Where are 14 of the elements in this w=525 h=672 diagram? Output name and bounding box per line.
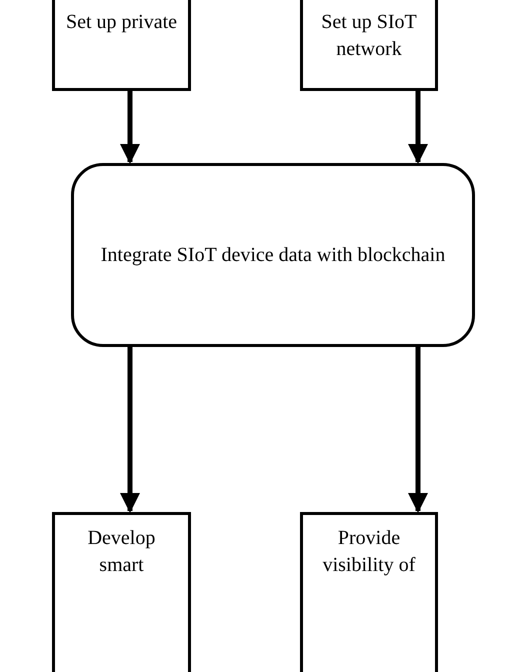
arrow xyxy=(120,347,140,513)
arrow xyxy=(120,91,140,164)
step-box xyxy=(52,0,191,91)
box-text: Set up SIoT network xyxy=(320,10,418,62)
step-box xyxy=(300,0,438,91)
arrow xyxy=(408,91,428,164)
step-box xyxy=(300,512,438,672)
box-text: Set up private xyxy=(66,10,178,35)
process-box xyxy=(71,163,475,347)
box-text: Provide visibility of xyxy=(322,526,416,578)
box-text: Integrate SIoT device data with blockchain xyxy=(100,242,446,268)
arrow xyxy=(408,347,428,513)
step-box xyxy=(52,512,191,672)
box-text: Develop smart xyxy=(86,526,156,578)
